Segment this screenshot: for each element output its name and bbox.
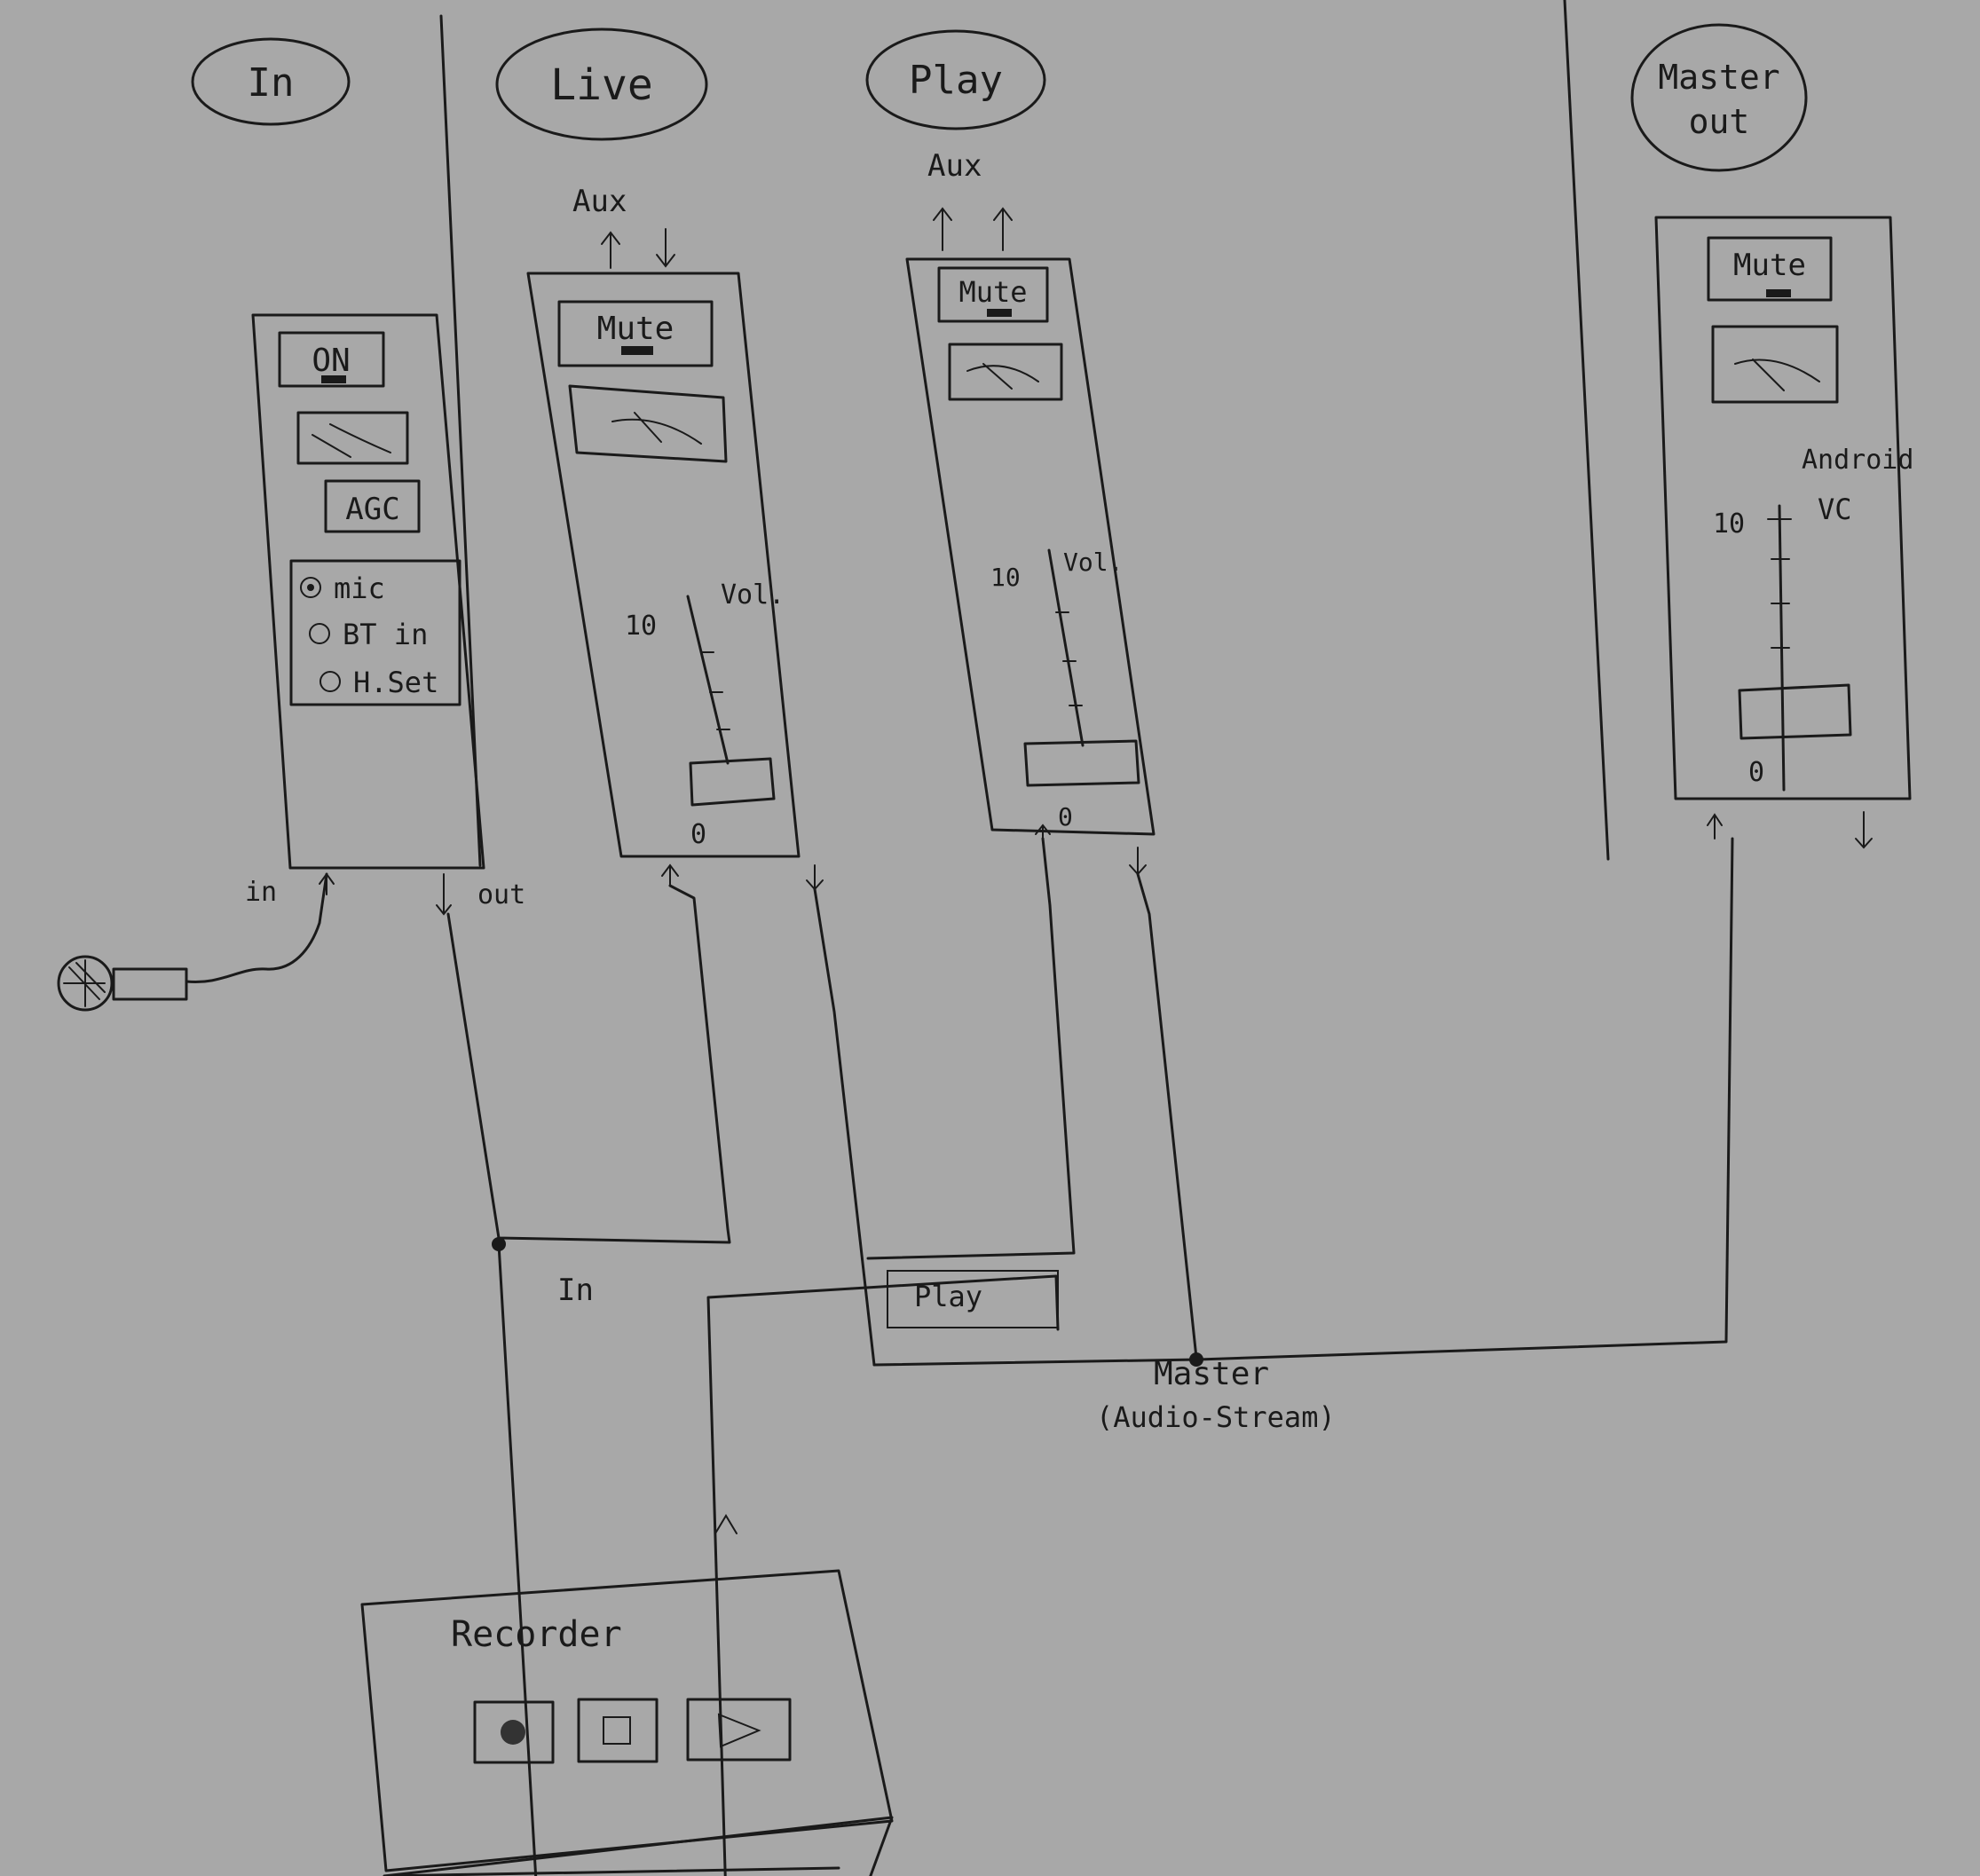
play-aux-out-arrow-2	[993, 207, 1013, 251]
section-master-label: Master	[1658, 58, 1779, 97]
section-in-label: In	[248, 60, 295, 106]
on-button-label: ON	[312, 343, 350, 379]
live-aux-label: Aux	[572, 184, 627, 219]
section-out-label: out	[1689, 102, 1750, 141]
play-volume-fader[interactable]	[1023, 548, 1140, 787]
recorder-out-arrow	[714, 1514, 738, 1534]
section-play-label: Play	[909, 58, 1003, 103]
play-level-meter	[948, 343, 1063, 401]
play-mute-label: Mute	[958, 275, 1027, 309]
bus-in-label: In	[557, 1273, 594, 1308]
divider-in-live	[439, 14, 482, 867]
in-level-meter	[296, 411, 409, 465]
master-volume-fader[interactable]	[1738, 504, 1852, 792]
source-option-mic-label: mic	[334, 571, 385, 605]
master-mute-button[interactable]: Mute	[1707, 236, 1833, 302]
on-indicator	[321, 375, 346, 383]
source-option-bt-in-label: BT in	[343, 618, 428, 651]
radio-selected-dot	[307, 584, 314, 591]
live-volume-label: Vol.	[721, 579, 785, 611]
master-bus-junction	[1189, 1352, 1203, 1367]
microphone-icon	[57, 872, 328, 1012]
source-option-mic[interactable]: mic	[300, 571, 385, 605]
master-mute-label: Mute	[1733, 248, 1806, 283]
master-level-meter	[1711, 325, 1839, 404]
master-fader-knob[interactable]	[1738, 683, 1852, 740]
play-strip: Aux Mute Vol. 10 0	[905, 148, 1156, 876]
play-icon	[717, 1713, 761, 1748]
live-scale-min: 0	[690, 819, 706, 850]
master-volume-label-1: Android	[1802, 445, 1913, 476]
section-live: Live	[495, 28, 708, 141]
recorder-title: Recorder	[451, 1614, 622, 1655]
section-play: Play	[865, 29, 1046, 130]
section-master-out: Master out	[1630, 23, 1808, 172]
stop-icon	[603, 1716, 631, 1745]
play-mute-indicator	[987, 309, 1012, 317]
master-strip: Mute Android VC 10 0	[1654, 216, 1913, 849]
play-scale-max: 10	[990, 563, 1021, 592]
source-selector: mic BT in H.Set	[289, 559, 461, 706]
play-button[interactable]	[686, 1698, 792, 1762]
bus-play-label: Play	[914, 1280, 982, 1313]
live-mute-label: Mute	[597, 311, 674, 347]
play-volume-label: Vol.	[1063, 548, 1123, 577]
bus-master-label: Master	[1154, 1356, 1269, 1392]
master-mute-indicator	[1766, 289, 1791, 297]
in-port-label: in	[245, 877, 277, 908]
live-level-meter	[568, 384, 728, 463]
play-aux-out-arrow	[933, 207, 952, 251]
play-scale-min: 0	[1058, 802, 1073, 832]
on-button[interactable]: ON	[278, 331, 385, 388]
live-mute-indicator	[621, 346, 653, 355]
master-scale-min: 0	[1748, 757, 1764, 788]
in-strip: ON AGC mic BT in H.Set	[245, 313, 525, 916]
live-fader-knob[interactable]	[689, 757, 776, 807]
source-option-bt-in[interactable]: BT in	[309, 618, 428, 651]
live-mute-button[interactable]: Mute	[557, 300, 714, 367]
divider-play-master	[1563, 0, 1610, 861]
source-option-hset-label: H.Set	[353, 666, 438, 699]
play-mute-button[interactable]: Mute	[937, 266, 1049, 323]
play-aux-label: Aux	[927, 148, 982, 184]
agc-button[interactable]: AGC	[324, 479, 421, 533]
agc-button-label: AGC	[345, 492, 399, 527]
live-strip: Aux Mute Vol. 10 0	[526, 184, 824, 891]
section-live-label: Live	[550, 60, 653, 110]
master-volume-label-2: VC	[1818, 493, 1852, 526]
master-scale-max: 10	[1713, 508, 1745, 540]
record-icon	[501, 1720, 525, 1745]
record-button[interactable]	[473, 1700, 555, 1764]
recorder: Recorder	[383, 1614, 894, 1876]
section-in: In	[191, 37, 351, 126]
live-aux-in-arrow	[656, 228, 675, 268]
live-scale-max: 10	[625, 611, 657, 642]
bus-play-box: Play	[887, 1270, 1059, 1328]
live-volume-fader[interactable]	[686, 595, 776, 807]
play-fader-knob[interactable]	[1023, 739, 1140, 787]
stop-button[interactable]	[577, 1698, 659, 1763]
out-port-label: out	[477, 879, 525, 910]
live-aux-out-arrow	[601, 231, 620, 269]
source-option-hset[interactable]: H.Set	[319, 666, 438, 699]
bus-master-sub-label: (Audio-Stream)	[1096, 1400, 1336, 1434]
